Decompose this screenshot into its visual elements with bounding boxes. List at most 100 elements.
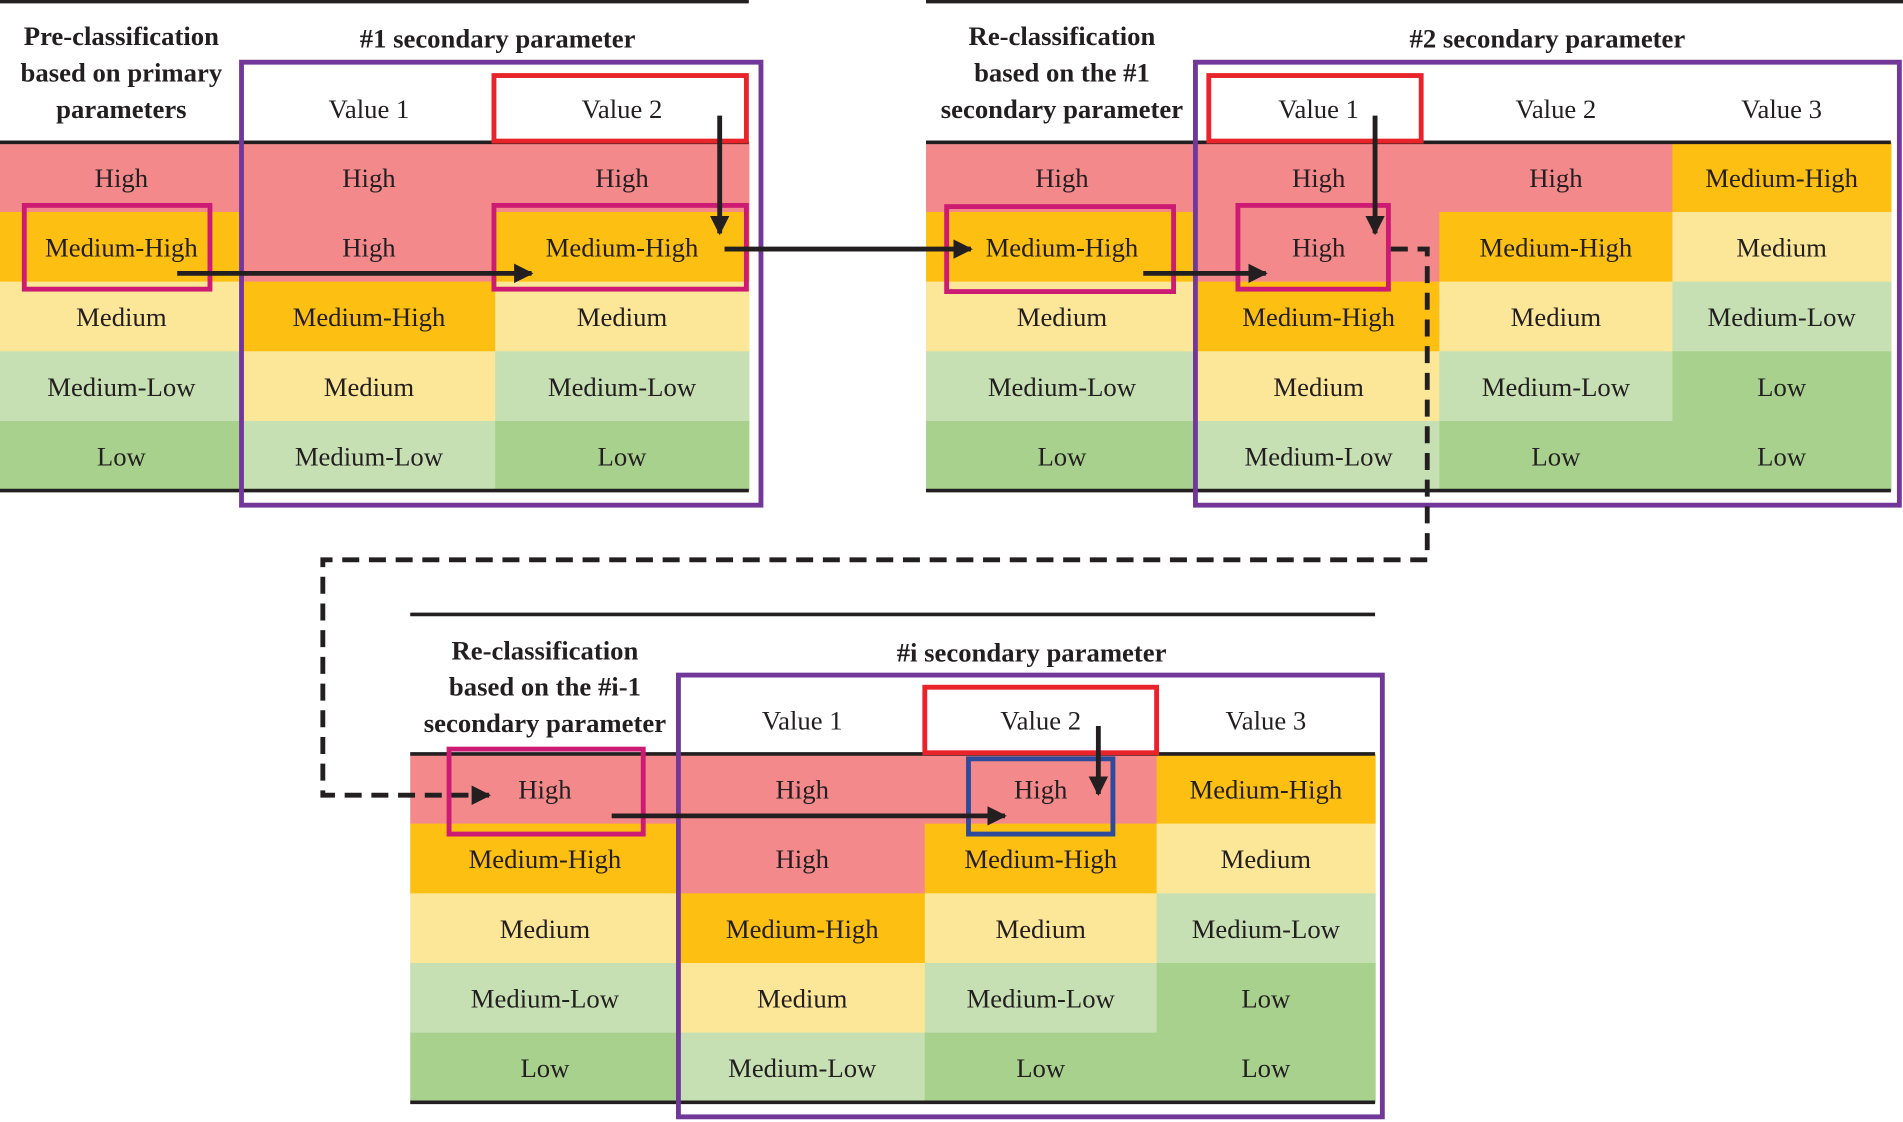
class-cell-bg [1672, 351, 1892, 422]
class-cell: High [342, 232, 395, 262]
class-cell: Medium [1736, 232, 1827, 262]
class-cell: Medium-Low [1708, 302, 1857, 332]
class-cell: Low [1531, 441, 1581, 471]
class-cell: High [595, 163, 648, 193]
first-column-header: Re-classification [969, 21, 1156, 51]
class-cell-bg [1156, 893, 1376, 964]
class-cell: Medium [577, 302, 668, 332]
secondary-parameter-title: #1 secondary parameter [360, 24, 636, 54]
class-cell-bg [1439, 281, 1674, 352]
class-cell-bg [410, 962, 681, 1034]
class-cell-bg [410, 753, 681, 825]
selected-value-box [922, 684, 1160, 756]
result-class-box [966, 756, 1116, 837]
class-cell: Medium-Low [295, 441, 444, 471]
class-cell-bg [410, 1032, 681, 1103]
selected-value-box [491, 73, 749, 144]
class-cell: Medium-Low [548, 372, 697, 402]
class-cell: Medium-Low [1482, 372, 1631, 402]
class-cell: High [518, 775, 571, 805]
value-header: Value 2 [1516, 94, 1597, 124]
class-cell: High [342, 163, 395, 193]
selected-value-box [1206, 73, 1424, 144]
class-cell-bg [1197, 281, 1440, 352]
class-cell: Medium [76, 302, 167, 332]
class-cell-bg [242, 351, 496, 422]
value-header: Value 1 [1278, 94, 1359, 124]
class-cell-bg [1197, 351, 1440, 422]
class-cell-bg [242, 142, 496, 213]
value-header: Value 1 [329, 94, 410, 124]
first-column-header: Re-classification [452, 635, 639, 665]
class-cell: Medium-High [1189, 775, 1342, 805]
class-cell: Low [1241, 984, 1291, 1014]
class-cell: Medium-High [45, 232, 198, 262]
class-cell: Medium-Low [1245, 441, 1394, 471]
class-cell-bg [1672, 142, 1892, 213]
class-cell: Medium-Low [47, 372, 196, 402]
first-column-header: based on the #i-1 [449, 672, 641, 702]
class-cell: Medium-High [726, 914, 879, 944]
class-cell-bg [924, 1032, 1158, 1103]
class-cell-bg [1156, 962, 1376, 1034]
value-header: Value 2 [1000, 706, 1081, 736]
class-cell: Medium [1017, 302, 1108, 332]
selected-class-box [21, 202, 213, 292]
class-cell-bg [926, 142, 1199, 213]
class-cell: Medium-High [546, 232, 699, 262]
class-cell-bg [242, 281, 496, 352]
class-cell: Medium-High [469, 844, 622, 874]
class-cell: Medium [500, 914, 591, 944]
selected-class-box [446, 746, 646, 837]
dashed-arrow-icon [320, 246, 1430, 805]
class-cell-bg [1672, 211, 1892, 283]
first-column-header: based on primary [21, 58, 223, 88]
secondary-parameter-box [239, 59, 764, 508]
value-header: Value 2 [582, 94, 663, 124]
class-cell: Low [1016, 1053, 1066, 1083]
class-cell-bg [0, 281, 244, 352]
class-cell: Low [1241, 1053, 1291, 1083]
class-cell-bg [0, 351, 244, 422]
first-column-header: Pre-classification [24, 21, 219, 51]
class-cell-bg [679, 1032, 926, 1103]
class-cell: Medium [324, 372, 415, 402]
selected-class-box [1235, 202, 1391, 292]
class-cell-bg [679, 823, 926, 894]
class-cell-bg [1156, 1032, 1376, 1103]
class-cell: High [1292, 163, 1345, 193]
class-cell-bg [0, 142, 244, 213]
class-cell-bg [924, 893, 1158, 964]
value-header: Value 3 [1225, 706, 1306, 736]
class-cell: Low [520, 1053, 570, 1083]
class-cell: Medium-High [293, 302, 446, 332]
class-cell-bg [679, 962, 926, 1034]
class-cell-bg [1197, 142, 1440, 213]
class-cell-bg [495, 142, 750, 213]
class-cell: Medium-Low [728, 1053, 877, 1083]
class-cell: Medium-High [964, 844, 1117, 874]
first-column-header: secondary parameter [941, 94, 1183, 124]
class-cell-bg [1156, 823, 1376, 894]
class-cell-bg [1439, 142, 1674, 213]
class-cell-bg [410, 893, 681, 964]
class-cell: Medium-Low [1192, 914, 1341, 944]
class-cell-bg [495, 351, 750, 422]
class-cell: Low [598, 441, 648, 471]
class-cell-bg [242, 211, 496, 283]
class-cell: High [1035, 163, 1088, 193]
class-cell: Medium [1221, 844, 1312, 874]
class-cell: Low [1757, 441, 1807, 471]
class-cell-bg [924, 962, 1158, 1034]
secondary-parameter-title: #i secondary parameter [897, 638, 1167, 668]
class-cell-bg [0, 211, 244, 283]
class-cell: High [776, 775, 829, 805]
class-cell: Medium [1273, 372, 1364, 402]
first-column-header: secondary parameter [424, 708, 666, 738]
class-cell-bg [1439, 211, 1674, 283]
class-cell-bg [1156, 753, 1376, 825]
class-cell-bg [1672, 420, 1892, 492]
